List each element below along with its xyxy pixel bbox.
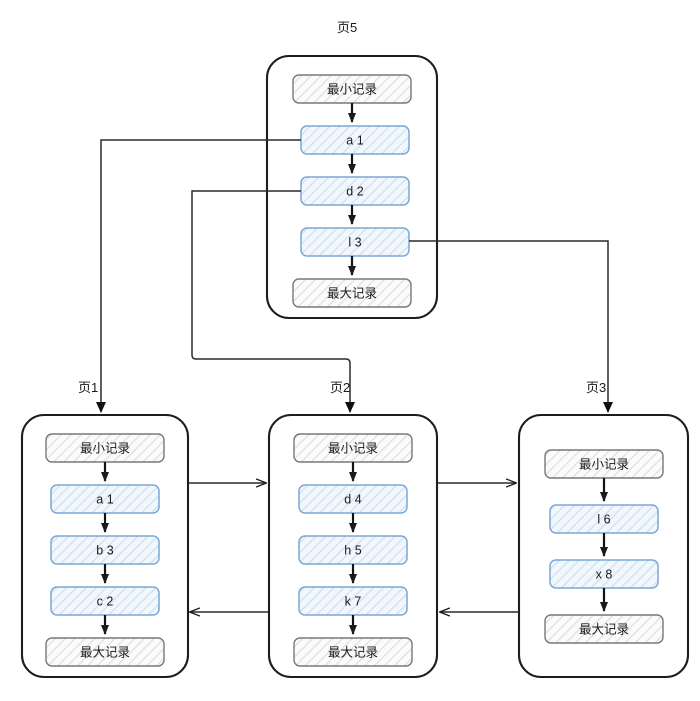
node-page1-max-record[interactable]: 最大记录 [45,637,165,667]
page-group-page5: 页5 最小记录 a 1 d 2 l 3 最大记录 [265,20,439,320]
page-label-page5: 页5 [337,20,357,35]
node-label: d 2 [346,184,363,198]
node-label: x 8 [596,567,613,581]
node-page3-x8[interactable]: x 8 [549,559,659,589]
page-group-page1: 最小记录 a 1 b 3 c 2 最大记录 [20,413,190,679]
node-label: 最大记录 [327,286,377,300]
node-page5-min-record[interactable]: 最小记录 [292,74,412,104]
page-group-page2: 最小记录 d 4 h 5 k 7 最大记录 [267,413,439,679]
connector-page5-d2-to-page2 [191,190,355,413]
node-page3-min-record[interactable]: 最小记录 [544,449,664,479]
page-label-page1: 页1 [78,380,98,395]
node-page2-d4[interactable]: d 4 [298,484,408,514]
node-page5-l3[interactable]: l 3 [300,227,410,257]
node-label: c 2 [97,594,114,608]
page-group-page3: 最小记录 l 6 x 8 最大记录 [517,413,690,679]
node-page1-c2[interactable]: c 2 [50,586,160,616]
page-label-page3: 页3 [586,380,606,395]
node-label: 最小记录 [80,441,130,455]
node-page2-max-record[interactable]: 最大记录 [293,637,413,667]
node-page2-k7[interactable]: k 7 [298,586,408,616]
node-label: b 3 [96,543,113,557]
node-page5-d2[interactable]: d 2 [300,176,410,206]
node-page3-l6[interactable]: l 6 [549,504,659,534]
node-label: k 7 [345,594,362,608]
node-label: l 3 [348,235,361,249]
connector-page5-a1-to-page1 [96,139,301,413]
node-label: 最大记录 [80,645,130,659]
node-page1-min-record[interactable]: 最小记录 [45,433,165,463]
node-label: l 6 [597,512,610,526]
connector-page5-l3-to-page3 [409,240,613,413]
page-label-page2: 页2 [330,380,350,395]
node-label: 最大记录 [328,645,378,659]
node-label: 最小记录 [328,441,378,455]
node-label: a 1 [96,492,113,506]
node-label: 最小记录 [579,457,629,471]
node-label: h 5 [344,543,361,557]
node-page1-b3[interactable]: b 3 [50,535,160,565]
node-label: 最大记录 [579,622,629,636]
node-page1-a1[interactable]: a 1 [50,484,160,514]
node-page5-a1[interactable]: a 1 [300,125,410,155]
node-label: a 1 [346,133,363,147]
node-page3-max-record[interactable]: 最大记录 [544,614,664,644]
node-page2-min-record[interactable]: 最小记录 [293,433,413,463]
node-page2-h5[interactable]: h 5 [298,535,408,565]
node-page5-max-record[interactable]: 最大记录 [292,278,412,308]
node-label: d 4 [344,492,361,506]
node-label: 最小记录 [327,82,377,96]
